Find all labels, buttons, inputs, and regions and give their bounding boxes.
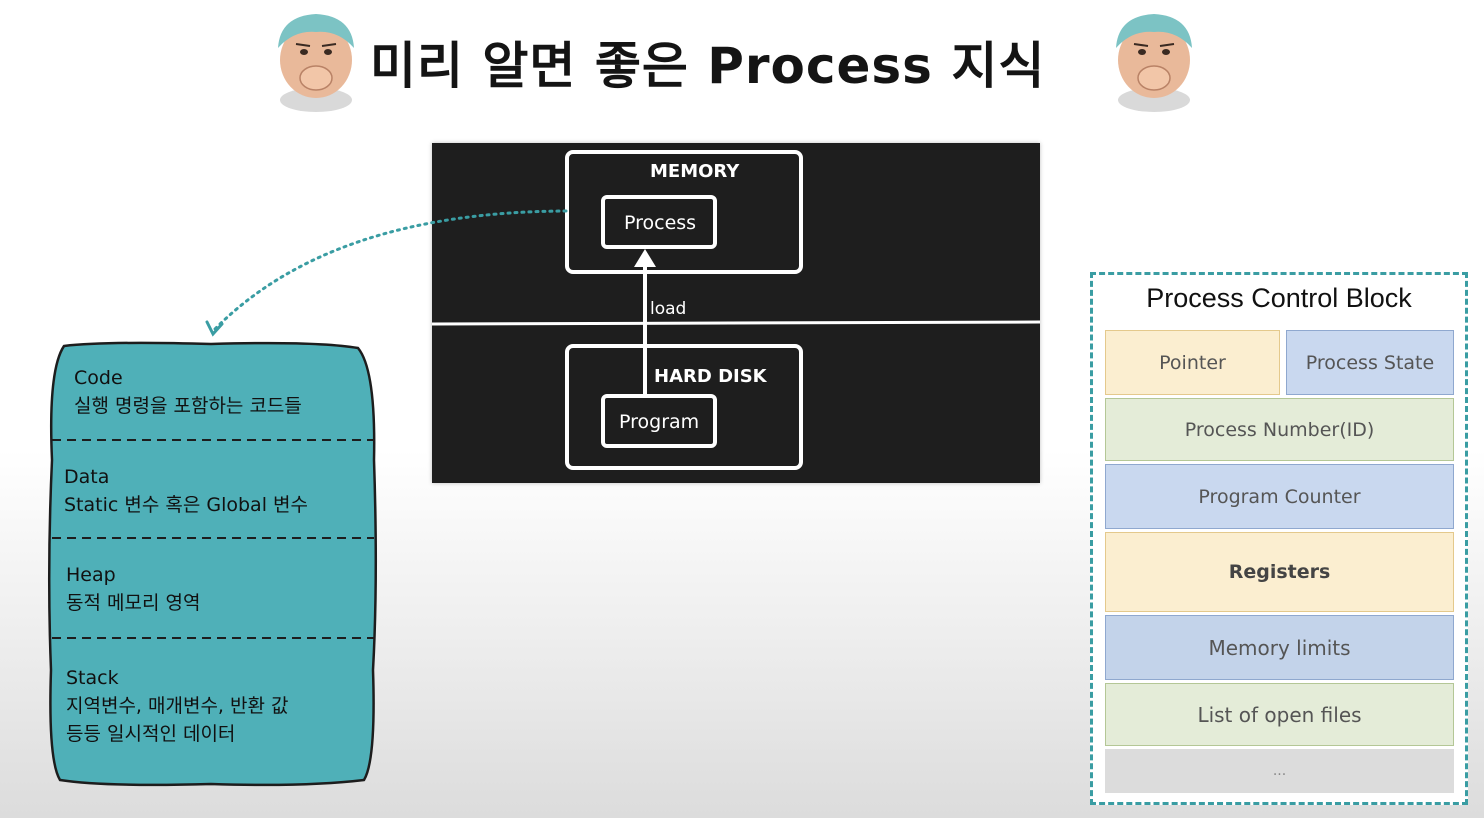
data-segment: Data Static 변수 혹은 Global 변수 [64, 463, 308, 519]
hard-disk-box [565, 344, 803, 470]
process-memory-segments [47, 341, 378, 787]
pcb-memory-limits: Memory limits [1105, 615, 1454, 680]
divider-line [432, 320, 1040, 326]
program-box [601, 394, 717, 448]
segment-name: Code [74, 367, 123, 389]
process-label: Process [624, 212, 697, 234]
program-label: Program [619, 411, 700, 433]
page-title: 미리 알면 좋은 Process 지식 [370, 37, 1046, 95]
segment-name: Data [64, 466, 110, 488]
load-label: load [650, 299, 687, 319]
pcb-more: ... [1105, 749, 1454, 793]
segment-name: Heap [66, 564, 116, 586]
pcb-process-number: Process Number(ID) [1105, 398, 1454, 461]
pcb-pointer: Pointer [1105, 330, 1280, 395]
memory-disk-diagram: MEMORY Process load HARD DISK Program [432, 143, 1040, 483]
pcb-registers: Registers [1105, 532, 1454, 612]
segment-description: 지역변수, 매개변수, 반환 값 [66, 695, 289, 717]
load-arrow-head [634, 249, 656, 267]
heap-segment: Heap 동적 메모리 영역 [66, 561, 200, 617]
pcb-process-state: Process State [1286, 330, 1454, 395]
title-row: 미리 알면 좋은 Process 지식 [0, 8, 1484, 112]
shocked-character-icon [268, 8, 364, 112]
process-box [601, 195, 717, 249]
hard-disk-label: HARD DISK [654, 366, 767, 387]
segment-description: Static 변수 혹은 Global 변수 [64, 494, 308, 516]
pcb-program-counter: Program Counter [1105, 464, 1454, 529]
segment-description: 동적 메모리 영역 [66, 592, 201, 614]
segment-description: 실행 명령을 포함하는 코드들 [74, 395, 302, 417]
memory-label: MEMORY [650, 161, 740, 182]
segment-description-line2: 등등 일시적인 데이터 [66, 723, 236, 745]
shocked-character-icon [1106, 8, 1202, 112]
segment-name: Stack [66, 667, 119, 689]
process-control-block: Process Control Block Pointer Process St… [1090, 272, 1468, 805]
code-segment: Code 실행 명령을 포함하는 코드들 [74, 364, 302, 420]
pcb-title: Process Control Block [1146, 283, 1412, 313]
stack-segment: Stack 지역변수, 매개변수, 반환 값 등등 일시적인 데이터 [66, 664, 288, 748]
pcb-open-files: List of open files [1105, 683, 1454, 746]
